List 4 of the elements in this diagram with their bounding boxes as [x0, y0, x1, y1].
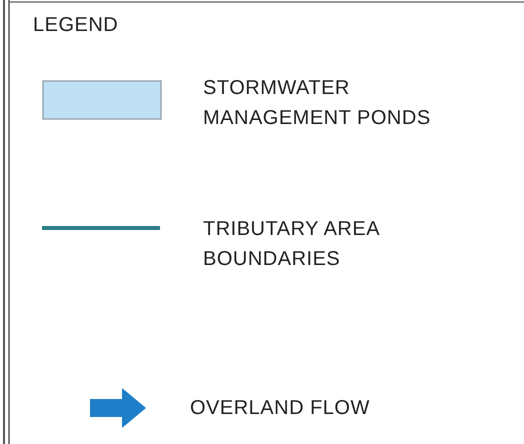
legend-label: TRIBUTARY AREA BOUNDARIES: [203, 217, 380, 272]
legend-label: OVERLAND FLOW: [190, 396, 371, 421]
legend-label: STORMWATER MANAGEMENT PONDS: [203, 76, 432, 131]
legend-title: LEGEND: [33, 13, 118, 38]
